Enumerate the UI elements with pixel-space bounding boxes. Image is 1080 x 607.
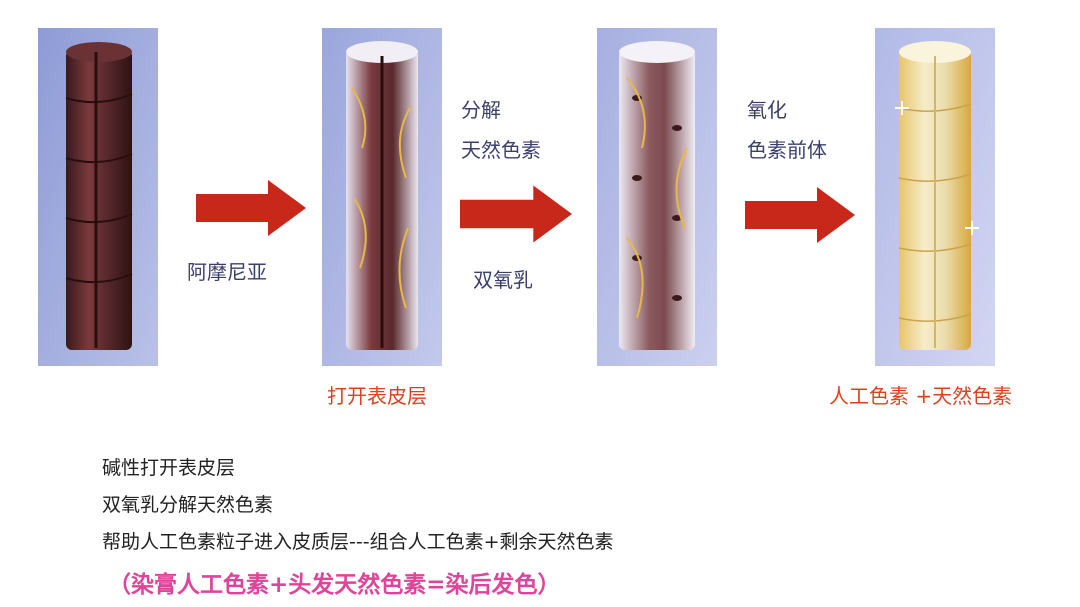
hair-shaft-natural-panel (38, 28, 158, 366)
hair-shaft-opened-panel (322, 28, 442, 366)
label-peroxide: 双氧乳 (473, 268, 533, 292)
label-ammonia: 阿摩尼亚 (187, 260, 267, 284)
note-line-1: 碱性打开表皮层 (102, 457, 236, 479)
formula-text: （染膏人工色素+头发天然色素=染后发色） (108, 572, 561, 598)
label-decompose-1: 分解 (461, 98, 501, 122)
hair-shaft-colored-panel (875, 28, 995, 366)
arrow-2 (460, 185, 572, 243)
arrow-1 (196, 180, 306, 236)
note-line-3: 帮助人工色素粒子进入皮质层---组合人工色素+剩余天然色素 (102, 531, 614, 553)
label-open-cuticle: 打开表皮层 (327, 384, 427, 408)
note-line-2: 双氧乳分解天然色素 (102, 494, 274, 516)
label-decompose-2: 天然色素 (461, 138, 541, 162)
arrow-3 (745, 187, 855, 243)
label-oxidize-2: 色素前体 (747, 138, 827, 162)
hair-shaft-decomposing-panel (597, 28, 717, 366)
label-result: 人工色素 +天然色素 (829, 384, 1013, 408)
notes-list: 碱性打开表皮层 双氧乳分解天然色素 帮助人工色素粒子进入皮质层---组合人工色素… (102, 450, 614, 561)
label-oxidize-1: 氧化 (747, 98, 787, 122)
